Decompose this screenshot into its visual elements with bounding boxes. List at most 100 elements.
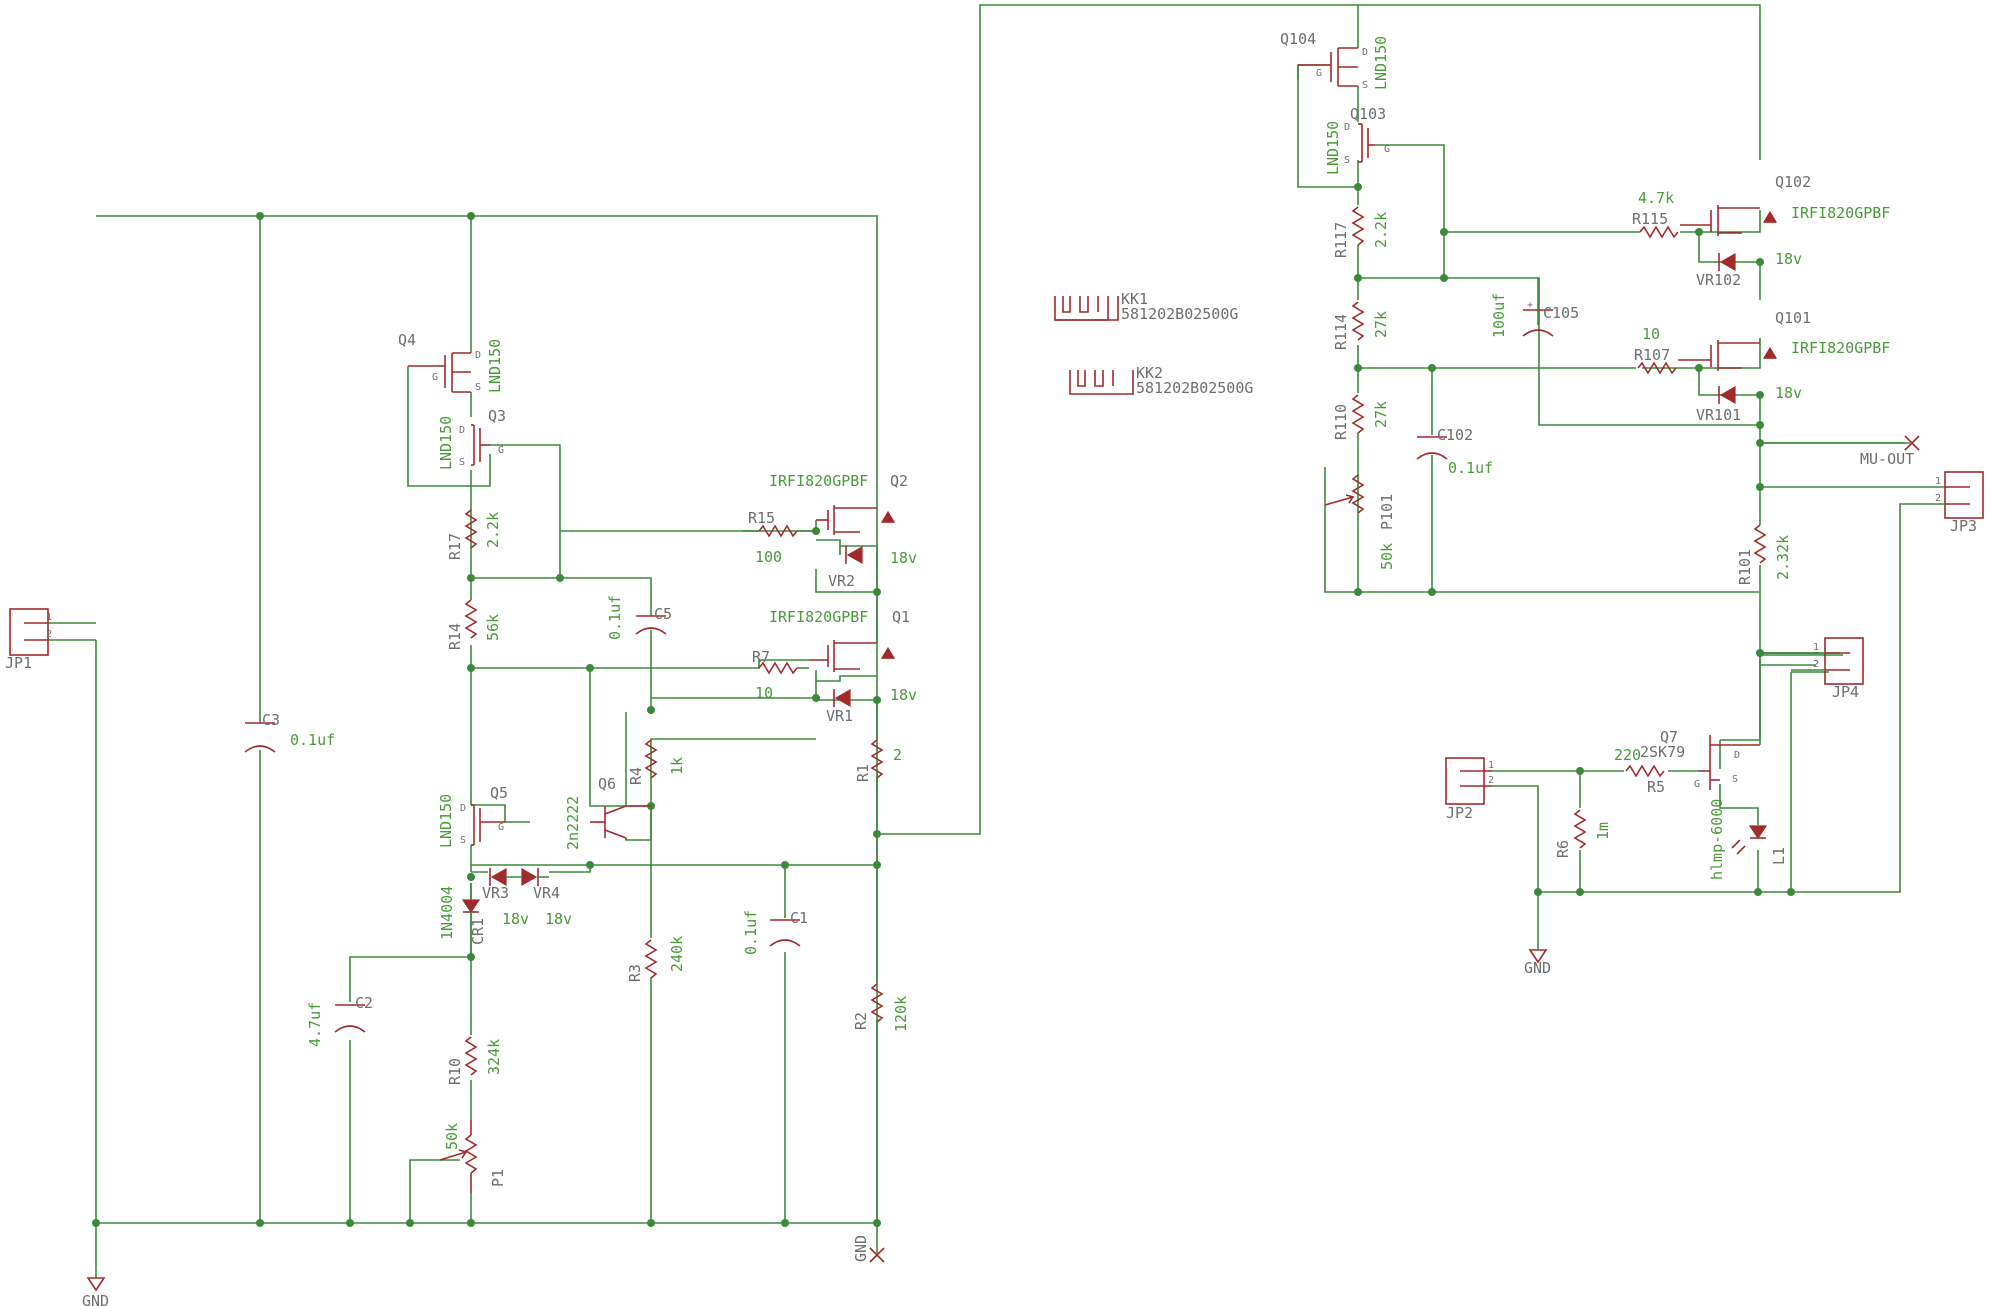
c3-label: C3	[262, 711, 280, 729]
kk2-label: KK2	[1136, 364, 1163, 382]
jp4-pin2: 2	[1813, 659, 1819, 670]
r1-resistor: R1 2	[854, 739, 902, 782]
r14-value: 56k	[484, 614, 502, 641]
p1-label: P1	[489, 1169, 507, 1187]
jp2-pin1: 1	[1488, 760, 1494, 771]
q1-label: Q1	[892, 608, 910, 626]
junctions-right	[1354, 183, 1795, 896]
vr102-label: VR102	[1696, 271, 1741, 289]
r115-label: R115	[1632, 210, 1668, 228]
jp4-connector: 1 2 JP4	[1760, 637, 1864, 701]
jp2-pin2: 2	[1488, 775, 1494, 786]
kk1-part: 581202B02500G	[1121, 305, 1238, 323]
q3-mosfet: Q3 D S G LND150	[437, 407, 506, 470]
q2-mosfet: IRFI820GPBF Q2	[769, 472, 908, 535]
svg-text:G: G	[498, 445, 504, 456]
c3-capacitor: C3 0.1uf	[244, 711, 335, 753]
jp4-label: JP4	[1832, 683, 1859, 701]
jp3-connector: 1 2 JP3	[1912, 471, 1984, 535]
r117-value: 2.2k	[1372, 212, 1390, 248]
r107-value: 10	[1642, 325, 1660, 343]
q7-label: Q7	[1660, 728, 1678, 746]
r114-label: R114	[1332, 314, 1350, 350]
r15-resistor: R15 100	[742, 509, 816, 566]
r117-label: R117	[1332, 222, 1350, 258]
r101-value: 2.32k	[1774, 535, 1792, 580]
q104-label: Q104	[1280, 30, 1316, 48]
svg-text:S: S	[460, 835, 466, 846]
svg-text:D: D	[475, 350, 481, 361]
r6-value: 1m	[1594, 822, 1612, 840]
q103-label: Q103	[1350, 105, 1386, 123]
q2-label: Q2	[890, 472, 908, 490]
r107-label: R107	[1634, 346, 1670, 364]
svg-text:G: G	[1384, 144, 1390, 155]
r14-label: R14	[446, 623, 464, 650]
jp1-connector: JP1 1 2	[5, 608, 52, 672]
r10-label: R10	[446, 1058, 464, 1085]
svg-text:D: D	[1362, 47, 1368, 58]
r10-resistor: R10 324k	[446, 1036, 503, 1085]
q5-mosfet: Q5 D S G LND150	[437, 784, 508, 848]
p1-potentiometer: 50k P1	[439, 1120, 507, 1193]
c5-label: C5	[654, 605, 672, 623]
vr101-value: 18v	[1775, 384, 1802, 402]
q1-mosfet: IRFI820GPBF Q1	[769, 546, 910, 672]
c102-label: C102	[1437, 426, 1473, 444]
cr1-label: CR1	[469, 918, 487, 945]
svg-text:S: S	[1732, 774, 1738, 785]
vr1-zener: VR1 18v	[826, 686, 917, 725]
mu-out-label: MU-OUT	[1860, 450, 1914, 468]
c102-capacitor: C102 0.1uf	[1416, 426, 1493, 477]
jp2-connector: 1 2 JP2	[1445, 757, 1494, 822]
r101-resistor: R101 2.32k	[1736, 524, 1792, 585]
l1-part: hlmp-6000	[1708, 799, 1726, 880]
vr1-label: VR1	[826, 707, 853, 725]
l1-led: L1 hlmp-6000	[1708, 799, 1788, 880]
c105-value: 100uf	[1490, 293, 1508, 338]
vr2-zener: VR2 18v	[828, 545, 917, 590]
q102-label: Q102	[1775, 173, 1811, 191]
r115-resistor: R115 4.7k	[1632, 189, 1679, 239]
r10-value: 324k	[485, 1039, 503, 1075]
r7-value: 10	[755, 684, 773, 702]
r117-resistor: R117 2.2k	[1332, 206, 1390, 258]
r110-resistor: R110 27k	[1332, 394, 1390, 440]
c5-value: 0.1uf	[606, 595, 624, 640]
q101-mosfet: Q101 IRFI820GPBF	[1678, 309, 1890, 371]
p101-label: P101	[1378, 494, 1396, 530]
q3-part: LND150	[437, 416, 455, 470]
vr2-label: VR2	[828, 572, 855, 590]
r101-label: R101	[1736, 549, 1754, 585]
svg-text:D: D	[459, 425, 465, 436]
q103-mosfet: Q103 D S G LND150	[1324, 105, 1390, 175]
r4-value: 1k	[668, 757, 686, 775]
jp1-label: JP1	[5, 654, 32, 672]
kk1-heatsink: KK1 581202B02500G	[1054, 290, 1238, 323]
l1-label: L1	[1770, 847, 1788, 865]
r115-value: 4.7k	[1638, 189, 1674, 207]
q104-part: LND150	[1372, 36, 1390, 90]
vr3-value: 18v	[502, 910, 529, 928]
c2-value: 4.7uf	[306, 1002, 324, 1047]
vr3-label: VR3	[482, 884, 509, 902]
svg-text:D: D	[1734, 750, 1740, 761]
r110-label: R110	[1332, 404, 1350, 440]
r15-value: 100	[755, 548, 782, 566]
kk2-part: 581202B02500G	[1136, 379, 1253, 397]
r5-value: 220	[1614, 746, 1641, 764]
vr4-zener: VR4 18v	[506, 867, 572, 928]
r5-label: R5	[1647, 778, 1665, 796]
r4-resistor: R4 1k	[627, 739, 686, 785]
q4-part: LND150	[486, 339, 504, 393]
kk1-label: KK1	[1121, 290, 1148, 308]
q6-transistor: Q6 2n2222	[564, 775, 651, 850]
q5-part: LND150	[437, 794, 455, 848]
svg-text:S: S	[475, 382, 481, 393]
c2-capacitor: C2 4.7uf	[306, 994, 373, 1047]
vr102-zener: VR102 18v	[1696, 250, 1802, 289]
r5-resistor: 220 R5	[1614, 746, 1665, 796]
svg-text:+: +	[1527, 300, 1533, 311]
q104-mosfet: Q104 D S G LND150	[1280, 30, 1390, 91]
gnd-label-left: GND	[82, 1292, 109, 1306]
